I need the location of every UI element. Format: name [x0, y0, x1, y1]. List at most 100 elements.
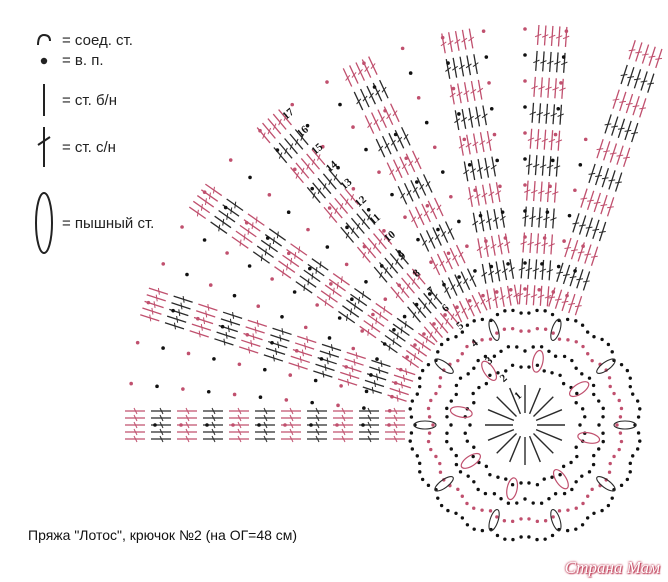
stitch-bar-mark — [328, 212, 333, 219]
motif-chain-dot — [542, 369, 546, 373]
stitch-bar-mark — [472, 62, 479, 67]
stitch-bar-mark — [419, 183, 425, 190]
stitch-bar-mark — [492, 217, 499, 222]
motif-chain-dot — [619, 406, 624, 411]
stitch-bar-mark — [468, 36, 475, 42]
motif-chain-dot — [472, 319, 476, 323]
stitch-bar-mark — [648, 55, 656, 58]
motif-chain-dot — [519, 329, 523, 333]
stitch-bar-mark — [347, 378, 350, 386]
stitch-bar-mark — [289, 428, 294, 436]
motif-chain-dot — [580, 372, 584, 376]
motif-chain-dot — [535, 308, 539, 313]
stitch-bar-mark — [290, 257, 293, 265]
inner-stitch-mark — [487, 428, 515, 441]
stitch-bar-mark — [388, 343, 391, 351]
inner-stitch-mark — [532, 396, 554, 418]
puff-stitch-mark — [434, 358, 454, 375]
stitch-bar-mark — [230, 207, 233, 215]
stitch-bar-mark — [554, 61, 561, 65]
legend-item-chain: = в. п. — [30, 52, 104, 69]
stitch-bar-mark — [417, 347, 420, 355]
motif-chain-dot — [488, 509, 493, 513]
stitch-bar-mark — [559, 87, 566, 92]
motif-chain-dot — [431, 423, 435, 427]
stitch-bar-mark — [479, 219, 486, 225]
stitch-bar-mark — [465, 63, 472, 69]
chain-dot — [294, 349, 299, 353]
stitch-bar-mark — [311, 158, 316, 166]
motif-chain-dot — [601, 431, 605, 435]
stitch-bar-mark — [173, 322, 176, 330]
motif-chain-dot — [454, 462, 459, 467]
stitch-bar-mark — [456, 91, 463, 97]
chain-dot — [581, 244, 585, 249]
motif-chain-dot — [472, 401, 476, 405]
stitch-bar-mark — [497, 242, 504, 248]
stitch-bar-mark — [481, 271, 488, 277]
motif-chain-dot — [472, 340, 476, 344]
motif-chain-dot — [574, 401, 578, 405]
motif-chain-dot — [472, 527, 476, 531]
chain-dot — [327, 336, 332, 340]
motif-chain-dot — [587, 376, 592, 380]
stitch-bar-mark — [398, 388, 401, 396]
motif-chain-dot — [535, 537, 539, 542]
motif-chain-dot — [454, 453, 458, 458]
motif-chain-dot — [562, 354, 567, 359]
chain-dot — [441, 170, 445, 174]
motif-chain-dot — [471, 391, 475, 396]
motif-chain-dot — [472, 480, 476, 484]
stitch-bar-mark — [367, 421, 372, 429]
puff-stitch-mark — [550, 509, 562, 532]
motif-chain-dot — [410, 447, 415, 451]
motif-chain-dot — [456, 358, 460, 363]
stitch-bar-mark — [631, 132, 638, 135]
stitch-bar-mark — [480, 298, 486, 305]
puff-stitch-mark — [460, 452, 481, 469]
stitch-bar-mark — [383, 306, 386, 313]
chain-dot — [308, 266, 312, 271]
stitch-bar-mark — [627, 76, 635, 79]
stitch-bar-mark — [395, 291, 400, 299]
motif-chain-dot — [523, 497, 527, 501]
stitch-bar-mark — [430, 207, 436, 214]
stitch-bar-mark — [441, 231, 447, 237]
stitch-bar-mark — [289, 143, 294, 150]
chain-dot — [351, 186, 356, 191]
stitch-bar-mark — [159, 414, 164, 422]
motif-chain-dot — [472, 366, 476, 370]
stitch-bar-mark — [530, 294, 538, 298]
puff-stitch-mark — [596, 475, 616, 492]
stitch-bar-mark — [395, 166, 401, 173]
chain-stitch-icon — [30, 53, 58, 69]
stitch-bar-mark — [529, 215, 536, 220]
legend-label: = соед. ст. — [62, 32, 133, 49]
stitch-bar-mark — [529, 111, 537, 116]
stitch-bar-mark — [577, 251, 585, 254]
motif-chain-dot — [590, 487, 594, 492]
stitch-bar-mark — [262, 132, 266, 139]
stitch-bar-mark — [607, 206, 614, 209]
motif-chain-dot — [426, 406, 431, 411]
chain-dot — [567, 213, 572, 218]
stitch-bar-mark — [345, 74, 351, 81]
motif-chain-dot — [449, 447, 453, 451]
motif-chain-dot — [499, 349, 503, 353]
stitch-bar-mark — [252, 333, 255, 341]
stitch-bar-mark — [371, 323, 374, 331]
stitch-bar-mark — [395, 258, 399, 265]
motif-chain-dot — [535, 326, 540, 331]
stitch-bar-mark — [461, 307, 467, 314]
row-number-label: 5 — [454, 319, 466, 332]
stitch-bar-mark — [547, 60, 554, 65]
stitch-bar-mark — [413, 353, 416, 360]
stitch-bar-mark — [364, 66, 370, 72]
chain-dot — [484, 55, 489, 59]
chain-dot — [523, 131, 527, 135]
stitch-bar-mark — [384, 142, 390, 149]
stitch-bar-mark — [406, 189, 412, 196]
stitch-bar-mark — [367, 414, 372, 422]
row-number-label: 4 — [469, 337, 481, 350]
stitch-bar-mark — [422, 239, 428, 246]
